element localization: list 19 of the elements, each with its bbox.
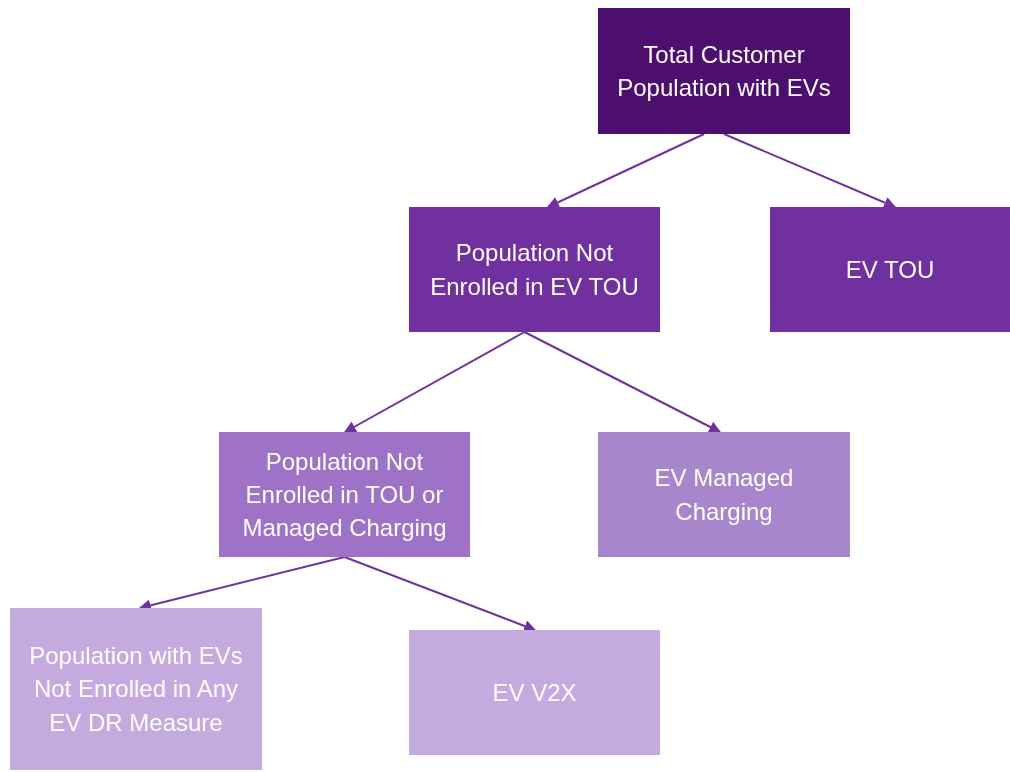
process-box: [219, 432, 470, 557]
process-box: [10, 608, 262, 770]
box-label: Population Not Enrolled in EV TOU: [429, 238, 640, 302]
box-label: Population with EVs Not Enrolled in Any EV DR Measure: [28, 641, 244, 738]
process-box: [409, 207, 660, 332]
arrow: [723, 133, 897, 209]
process-box: [598, 8, 850, 134]
arrow: [546, 133, 705, 208]
process-box: [770, 207, 1010, 332]
arrow: [343, 331, 526, 433]
box-label: Population Not Enrolled in TOU or Managed Charging: [241, 446, 448, 544]
box-label: EV TOU: [845, 254, 935, 285]
box-label: EV Managed Charging: [653, 463, 795, 527]
box-label: Total Customer Population with EVs: [616, 39, 832, 103]
arrow: [343, 556, 537, 632]
process-box: [409, 630, 660, 755]
arrow: [523, 331, 722, 433]
process-box: [598, 432, 850, 557]
box-label: EV V2X: [492, 677, 577, 708]
